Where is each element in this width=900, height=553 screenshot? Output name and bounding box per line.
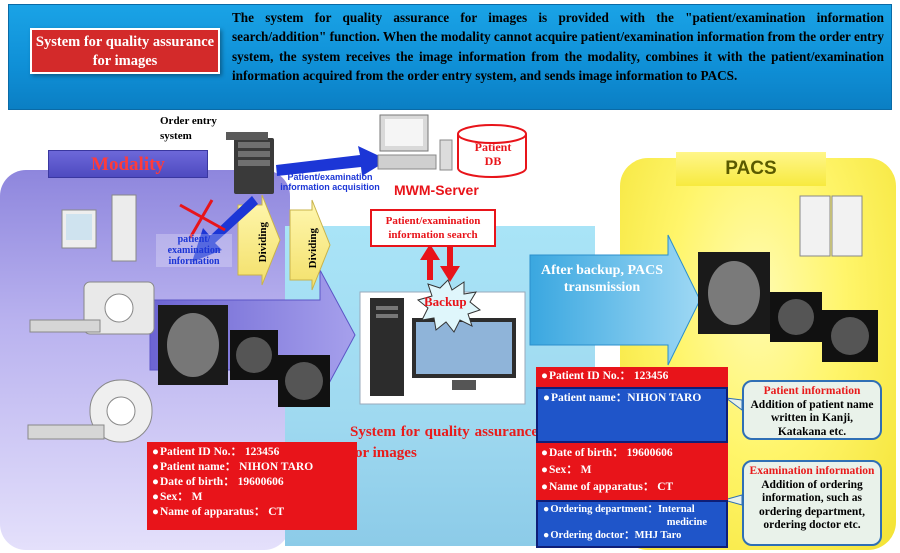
system-label: System for quality assurance for images [350, 424, 538, 461]
exam-info-heading: Examination information [749, 465, 875, 477]
right-info-dob: Date of birth： 19600606 [541, 445, 723, 462]
right-info-name: Patient name：NIHON TARO [536, 387, 728, 443]
patient-info-callout: Patient information Addition of patient … [742, 380, 882, 440]
acquisition-label: Patient/examination information acquisit… [280, 172, 380, 192]
search-arrow-down [440, 246, 460, 282]
modality-equipment [27, 194, 155, 443]
exam-info-callout: Examination information Addition of orde… [742, 460, 882, 546]
right-info-apparatus: Name of apparatus： CT [541, 479, 723, 496]
search-label: Patient/examination information search [385, 215, 481, 241]
mwm-computer-icon [377, 114, 453, 171]
pacs-label: PACS [676, 152, 826, 186]
right-info-dept: Ordering department：Internal [543, 503, 721, 516]
left-info-sex: Sex： M [152, 490, 352, 505]
modality-label: Modality [48, 150, 208, 178]
backup-label: Backup [424, 294, 467, 309]
patient-exam-info-label: patient/ examination information [156, 234, 232, 267]
system-to-pacs-arrow [529, 234, 701, 366]
pacs-server-icon [799, 195, 863, 257]
acquisition-arrow [276, 146, 388, 176]
dividing-label-1: Dividing [257, 222, 269, 263]
left-info-apparatus: Name of apparatus： CT [152, 505, 352, 520]
workstation-icon [370, 298, 516, 396]
title-badge: System for quality assurance for images [30, 28, 220, 74]
after-backup-label: After backup, PACS transmission [541, 263, 663, 295]
right-info-details: Date of birth： 19600606 Sex： M Name of a… [536, 443, 728, 500]
search-arrow-up [420, 244, 440, 280]
patient-info-body: Addition of patient name written in Kanj… [750, 398, 874, 438]
backup-burst [416, 279, 482, 333]
right-info-doctor: Ordering doctor：MHJ Taro [543, 529, 721, 542]
exam-info-body: Addition of ordering information, such a… [758, 478, 866, 532]
mwm-server-label: MWM-Server [394, 182, 479, 198]
dividing-label-2: Dividing [307, 228, 319, 269]
left-info-name: Patient name： NIHON TARO [152, 460, 352, 475]
left-info-dob: Date of birth： 19600606 [152, 475, 352, 490]
right-info-dept-cont: medicine [666, 517, 707, 528]
dividing-arrow-1 [237, 194, 281, 286]
left-info-box: Patient ID No.： 123456 Patient name： NIH… [147, 442, 357, 530]
order-entry-label: Order entry system [160, 115, 217, 142]
patient-info-heading: Patient information [763, 385, 861, 397]
right-info-sex: Sex： M [541, 462, 723, 479]
left-info-id: Patient ID No.： 123456 [152, 445, 352, 460]
dividing-arrow-2 [289, 199, 331, 291]
database-icon [457, 124, 527, 178]
patient-db-label: Patient DB [474, 140, 512, 168]
search-box [370, 209, 496, 247]
blocked-x-icon [179, 199, 226, 239]
header-description: The system for quality assurance for ima… [232, 10, 884, 84]
callout-tail-patient [724, 397, 743, 411]
server-icon [226, 132, 274, 194]
right-info-order: Ordering department：Internal medicine Or… [536, 500, 728, 548]
right-info-id: Patient ID No.： 123456 [536, 367, 728, 387]
